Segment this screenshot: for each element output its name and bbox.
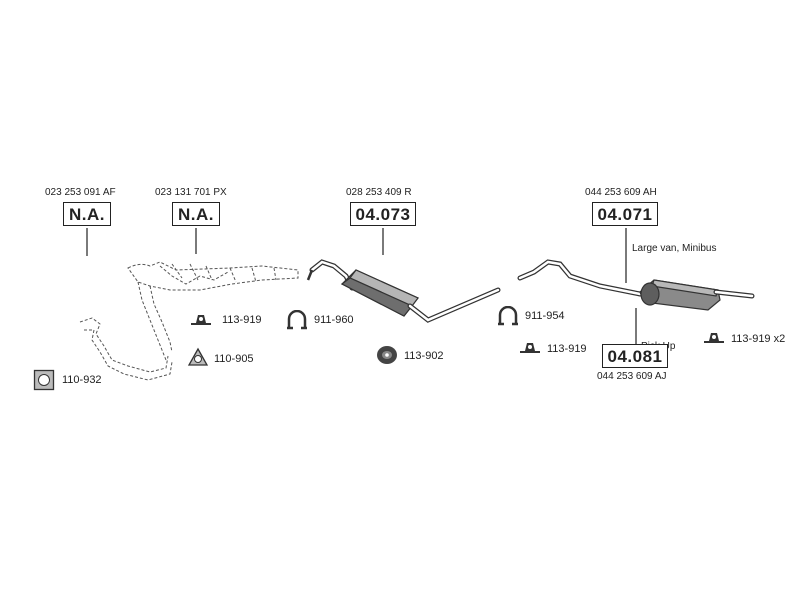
part-label-113-919: 113-919 (222, 314, 262, 326)
pipe-clamp-icon (498, 306, 518, 326)
rubber-hanger-icon (704, 333, 724, 343)
part-label-911-954: 911-954 (525, 310, 565, 322)
part-label-113-919-b: 113-919 (547, 343, 587, 355)
gasket-icon (187, 347, 209, 366)
rubber-ring-icon (377, 346, 397, 364)
part-label-113-919-x2: 113-919 x2 (731, 333, 786, 345)
rubber-hanger-icon (191, 315, 211, 325)
assembly-code-box-4[interactable]: 04.071 (592, 202, 658, 226)
part-label-110-932: 110-932 (62, 374, 102, 386)
middle-silencer (306, 259, 501, 323)
assembly-code-box-1[interactable]: N.A. (63, 202, 111, 226)
manifold-dashed-outline (79, 261, 299, 381)
assembly-ref-3: 028 253 409 R (346, 187, 412, 198)
assembly-code-box-3[interactable]: 04.073 (350, 202, 416, 226)
assembly-ref-4: 044 253 609 AH (585, 187, 657, 198)
rear-silencer (517, 259, 755, 311)
assembly-ref-5: 044 253 609 AJ (597, 371, 667, 382)
assembly-ref-1: 023 253 091 AF (45, 187, 116, 198)
assembly-code-box-5[interactable]: 04.081 (602, 344, 668, 368)
part-label-113-902: 113-902 (404, 350, 444, 362)
assembly-code-box-2[interactable]: N.A. (172, 202, 220, 226)
part-label-110-905: 110-905 (214, 353, 254, 365)
assembly-ref-2: 023 131 701 PX (155, 187, 227, 198)
pipe-clamp-icon (287, 310, 307, 330)
assembly-note-4: Large van, Minibus (632, 243, 717, 254)
rubber-hanger-icon (520, 343, 540, 353)
square-gasket-icon (33, 369, 55, 391)
part-label-911-960: 911-960 (314, 314, 354, 326)
